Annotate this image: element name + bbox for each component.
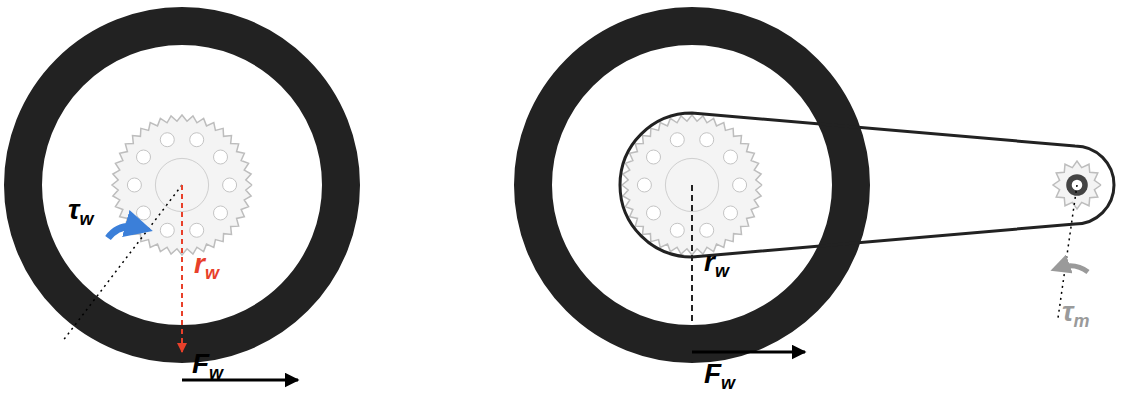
lightening-hole (160, 133, 174, 147)
torque-label: τw (68, 196, 93, 228)
lightening-hole (223, 178, 237, 192)
lightening-hole (136, 206, 150, 220)
lightening-hole (637, 178, 651, 192)
lightening-hole (190, 133, 204, 147)
lightening-hole (700, 223, 714, 237)
lightening-hole (214, 150, 228, 164)
force-label: Fw (704, 360, 735, 392)
lightening-hole (646, 206, 660, 220)
force-label: Fw (192, 350, 223, 382)
radius-label: rw (194, 250, 219, 282)
radius-line (691, 185, 693, 350)
torque-arrow (1058, 266, 1088, 272)
torque-label: τm (1062, 298, 1089, 330)
lightening-hole (733, 178, 747, 192)
lightening-hole (136, 150, 150, 164)
lightening-hole (127, 178, 141, 192)
torque-axis (62, 185, 182, 342)
lightening-hole (724, 206, 738, 220)
lightening-hole (724, 150, 738, 164)
force-arrow (692, 351, 805, 354)
radius-label: rw (704, 248, 729, 280)
lightening-hole (670, 223, 684, 237)
lightening-hole (700, 133, 714, 147)
lightening-hole (214, 206, 228, 220)
radius-line (181, 185, 183, 352)
lightening-hole (670, 133, 684, 147)
lightening-hole (646, 150, 660, 164)
torque-arrow (108, 226, 142, 238)
lightening-hole (190, 223, 204, 237)
lightening-hole (160, 223, 174, 237)
chain (620, 113, 1114, 257)
